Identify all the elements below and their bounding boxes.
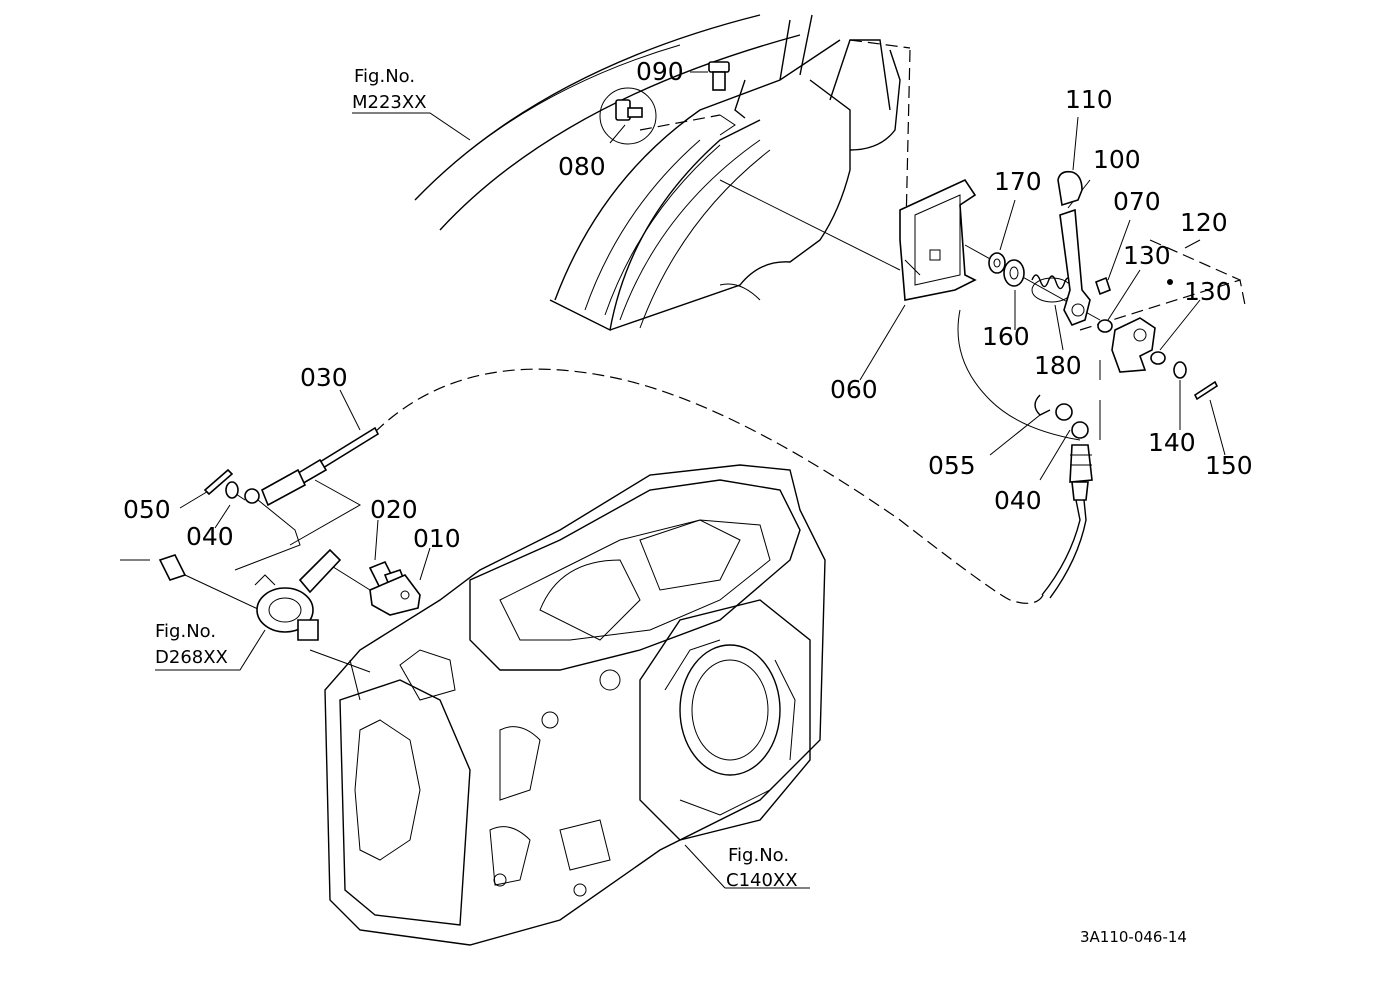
part-150-pin — [1193, 380, 1219, 401]
label-leaders — [155, 71, 1226, 889]
label-150: 150 — [1205, 451, 1253, 480]
fig-ref-c140[interactable]: C140XX — [726, 870, 798, 891]
upper-body-outline — [414, 14, 901, 332]
part-055-clip — [1034, 394, 1051, 416]
label-010: 010 — [413, 524, 461, 553]
label-130-a: 130 — [1123, 241, 1171, 270]
label-055: 055 — [928, 451, 976, 480]
part-160-washer — [1003, 259, 1025, 287]
part-labels: 090 080 030 050 040 020 010 060 055 040 … — [123, 57, 1253, 553]
fig-ref-d268[interactable]: D268XX — [155, 647, 228, 668]
part-090-bolt — [708, 61, 730, 91]
label-030: 030 — [300, 363, 348, 392]
label-040-right: 040 — [994, 486, 1042, 515]
leader-lines — [120, 39, 1246, 673]
part-070-bolt — [1095, 276, 1111, 296]
part-060-bracket — [899, 178, 977, 301]
part-040-washer-right — [1055, 403, 1073, 421]
label-170: 170 — [994, 167, 1042, 196]
label-020: 020 — [370, 495, 418, 524]
label-160: 160 — [982, 322, 1030, 351]
drawing-code: 3A110-046-14 — [1080, 928, 1187, 946]
part-050-pin — [203, 468, 234, 496]
label-080: 080 — [558, 152, 606, 181]
fig-label-d268: Fig.No. — [155, 621, 216, 642]
part-100-lever — [1059, 208, 1091, 327]
label-140: 140 — [1148, 428, 1196, 457]
part-170-washer — [988, 252, 1006, 274]
fig-ref-m223[interactable]: M223XX — [352, 92, 427, 113]
part-d268-unit — [158, 548, 342, 641]
label-100: 100 — [1093, 145, 1141, 174]
label-040-left: 040 — [186, 522, 234, 551]
part-010-bracket — [369, 574, 421, 616]
label-130-b: 130 — [1184, 277, 1232, 306]
part-130-bushing-b — [1150, 351, 1166, 365]
cable-end-right — [1041, 421, 1093, 599]
label-120: 120 — [1180, 208, 1228, 237]
label-070: 070 — [1113, 187, 1161, 216]
figure-references: Fig.No. M223XX Fig.No. D268XX Fig.No. C1… — [155, 66, 798, 891]
part-110-knob — [1057, 170, 1083, 207]
part-140-washer — [1173, 361, 1187, 379]
label-180: 180 — [1034, 351, 1082, 380]
label-060: 060 — [830, 375, 878, 404]
part-040-washer-left — [225, 481, 239, 499]
label-090: 090 — [636, 57, 684, 86]
part-130-bushing-a — [1097, 319, 1113, 333]
fig-label-c140: Fig.No. — [728, 845, 789, 866]
fig-label-m223: Fig.No. — [354, 66, 415, 87]
part-030-cable — [244, 426, 380, 507]
transmission-case — [324, 464, 826, 946]
part-180-spring — [1031, 274, 1073, 303]
label-110: 110 — [1065, 85, 1113, 114]
part-120-arm — [1111, 279, 1173, 373]
label-050: 050 — [123, 495, 171, 524]
part-080-bolt — [599, 87, 657, 145]
